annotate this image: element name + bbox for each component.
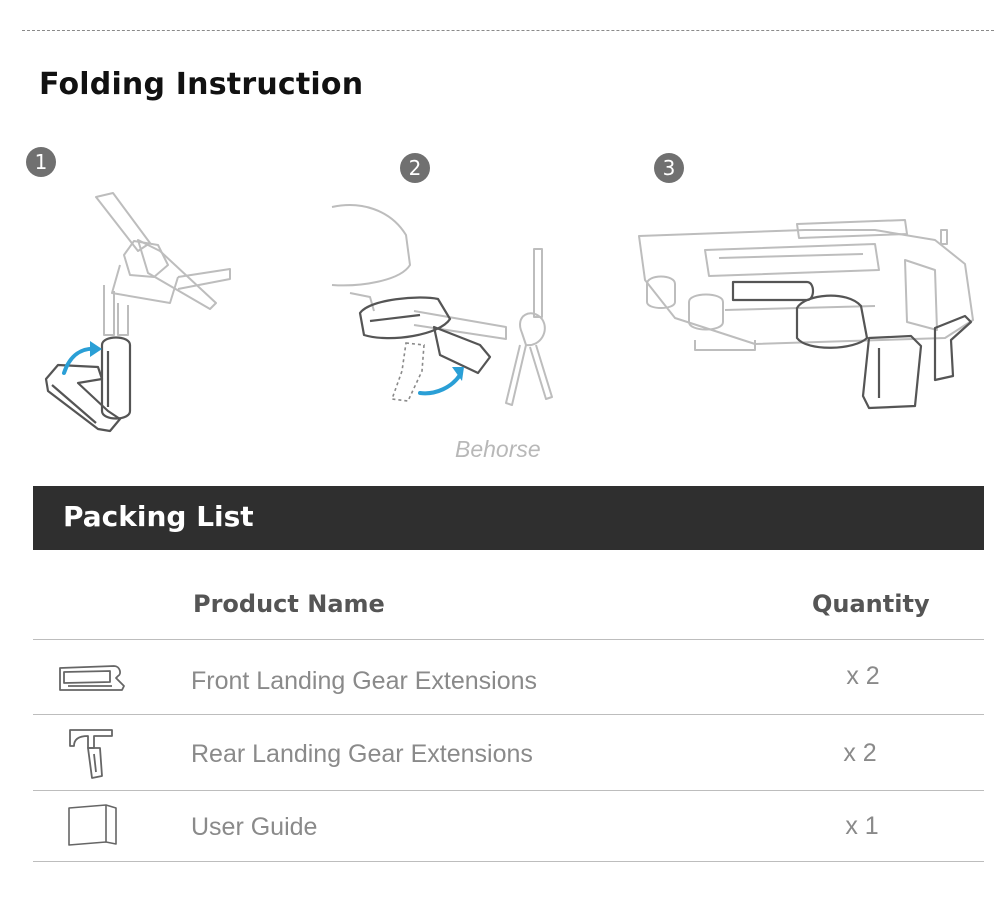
packing-list-title: Packing List (63, 500, 254, 533)
column-header-quantity: Quantity (812, 590, 930, 618)
step-2-illustration (331, 204, 553, 406)
watermark-text: Behorse (455, 436, 541, 462)
table-divider (33, 790, 984, 791)
table-divider (33, 861, 984, 862)
folding-instruction-title: Folding Instruction (39, 67, 364, 102)
user-guide-icon (68, 804, 117, 846)
product-name-front-landing-gear: Front Landing Gear Extensions (191, 667, 538, 695)
quantity-user-guide: x 1 (845, 812, 879, 840)
step-2-badge: 2 (400, 153, 430, 183)
column-header-product-name: Product Name (193, 590, 385, 618)
step-3-badge: 3 (654, 153, 684, 183)
quantity-front-landing-gear: x 2 (846, 662, 880, 690)
step-1-illustration (44, 192, 231, 433)
rear-landing-gear-icon (69, 729, 113, 779)
front-landing-gear-icon (59, 665, 125, 691)
product-name-user-guide: User Guide (191, 813, 318, 841)
table-divider (33, 639, 984, 640)
packing-list-header-bar: Packing List (33, 486, 984, 550)
step-1-badge: 1 (26, 147, 56, 177)
table-divider (33, 714, 984, 715)
quantity-rear-landing-gear: x 2 (843, 739, 877, 767)
top-dashed-divider (22, 30, 994, 31)
product-name-rear-landing-gear: Rear Landing Gear Extensions (191, 740, 533, 768)
step-3-illustration (638, 219, 974, 410)
